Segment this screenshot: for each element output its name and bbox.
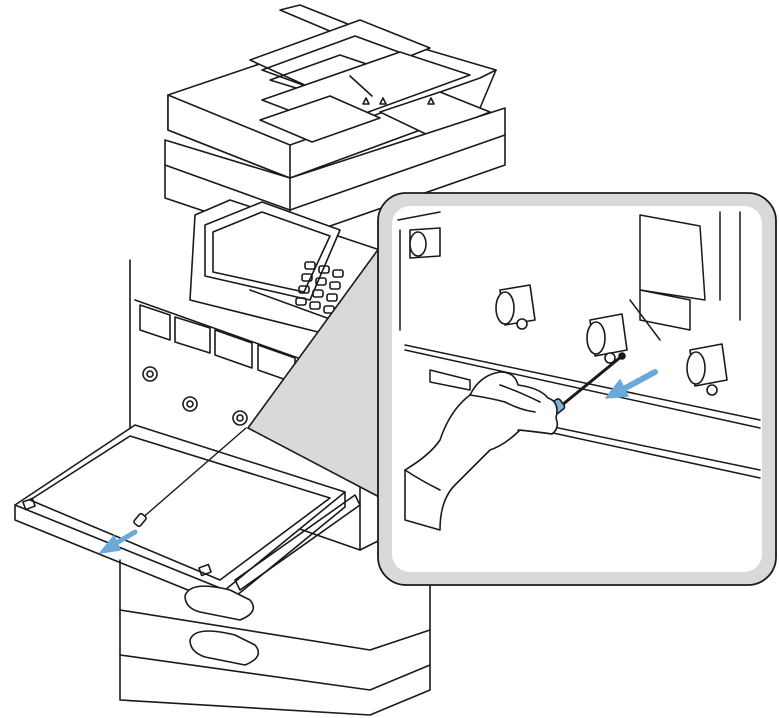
pull-arrow-icon	[605, 369, 658, 399]
zoom-callout-wedge	[247, 239, 386, 501]
zoom-cartridge-3	[586, 313, 628, 364]
keypad	[295, 261, 344, 314]
document-feeder	[167, 4, 497, 179]
zoom-interior	[397, 211, 761, 479]
zoom-cartridge-1	[409, 227, 441, 259]
front-door-open	[14, 424, 361, 606]
cleaning-rod-main	[133, 427, 247, 528]
zoom-cartridge-4	[686, 343, 728, 396]
hand	[404, 371, 559, 531]
zoom-inset	[377, 192, 777, 586]
zoom-cartridge-2	[495, 284, 536, 330]
paper-trays	[119, 559, 431, 716]
pull-arrow-icon	[99, 529, 138, 554]
